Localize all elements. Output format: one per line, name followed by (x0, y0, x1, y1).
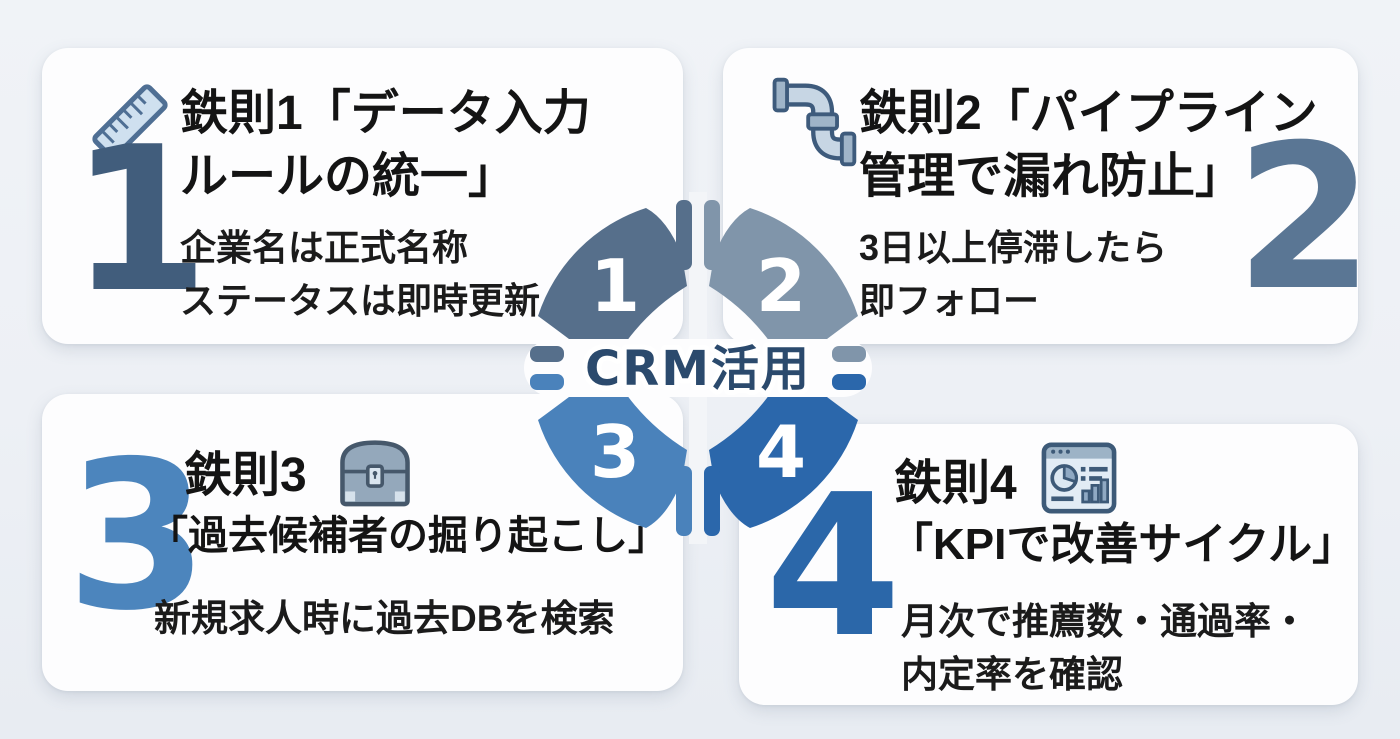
segment-number-1: 1 (590, 244, 640, 328)
segment-4-tabs (704, 374, 866, 536)
segment-number-2: 2 (756, 244, 806, 328)
subtitle-line-2: 即フォロー (859, 279, 1040, 321)
title-line-2: 「過去候補者の掘り起こし」 (148, 514, 668, 558)
subtitle-line-1: 3日以上停滞したら (859, 227, 1168, 268)
subtitle-line-2: 内定率を確認 (901, 653, 1123, 695)
segment-3-tabs (530, 374, 692, 536)
crm-center-label: CRM活用 (585, 341, 811, 397)
pipe-icon (772, 77, 857, 167)
title-line-1: 鉄則2「パイプライン (859, 87, 1318, 140)
card-subtitle: 3日以上停滞したら 即フォロー (859, 222, 1167, 327)
card-subtitle: 企業名は正式名称 ステータスは即時更新 (180, 222, 540, 327)
cycle-segment-2 (709, 208, 858, 357)
subtitle-line-2: ステータスは即時更新 (180, 279, 541, 321)
card-title: 鉄則2「パイプライン 管理で漏れ防止」 (859, 82, 1318, 209)
card-title: 鉄則1「データ入力 ルールの統一」 (180, 82, 591, 209)
title-line-1: 鉄則1「データ入力 (180, 87, 591, 140)
title-line-2: 管理で漏れ防止」 (859, 150, 1244, 204)
subtitle-line-1: 月次で推薦数・通過率・ (901, 601, 1308, 642)
title-line-2: ルールの統一」 (180, 150, 517, 204)
cycle-segment-4 (709, 379, 858, 528)
segment-number-3: 3 (590, 410, 640, 494)
center-band (524, 339, 872, 397)
card-number: 2 (1235, 102, 1374, 335)
title-line-2: 「KPIで改善サイクル」 (889, 520, 1357, 569)
card-number: 1 (70, 104, 209, 337)
kpi-dashboard-icon (1041, 442, 1117, 514)
card-rule-4: 4 鉄則4 「KPIで改善サイクル」 月次で推薦数・通過率・ 内定率を確認 (739, 424, 1358, 705)
card-subtitle: 月次で推薦数・通過率・ 内定率を確認 (901, 596, 1308, 701)
card-subtitle: 新規求人時に過去DBを検索 (154, 598, 615, 639)
segment-2-tabs (704, 200, 866, 362)
subtitle-line-1: 企業名は正式名称 (180, 227, 469, 268)
title-line-1: 鉄則3 (184, 449, 307, 502)
cycle-segment-3 (538, 379, 687, 528)
segment-number-4: 4 (756, 410, 806, 494)
treasure-chest-icon (340, 440, 410, 507)
ruler-icon (92, 84, 168, 160)
card-rule-1: 1 鉄則1「データ入力 ルールの統一」 企業名は正式名称 ステータスは即時更新 (42, 48, 683, 344)
cycle-segment-1 (538, 208, 687, 357)
title-line-1: 鉄則4 (894, 457, 1017, 510)
crm-cycle-diagram: 1 2 3 4 CRM活用 (524, 192, 872, 544)
card-number: 3 (66, 418, 209, 656)
segment-1-tabs (530, 200, 692, 362)
